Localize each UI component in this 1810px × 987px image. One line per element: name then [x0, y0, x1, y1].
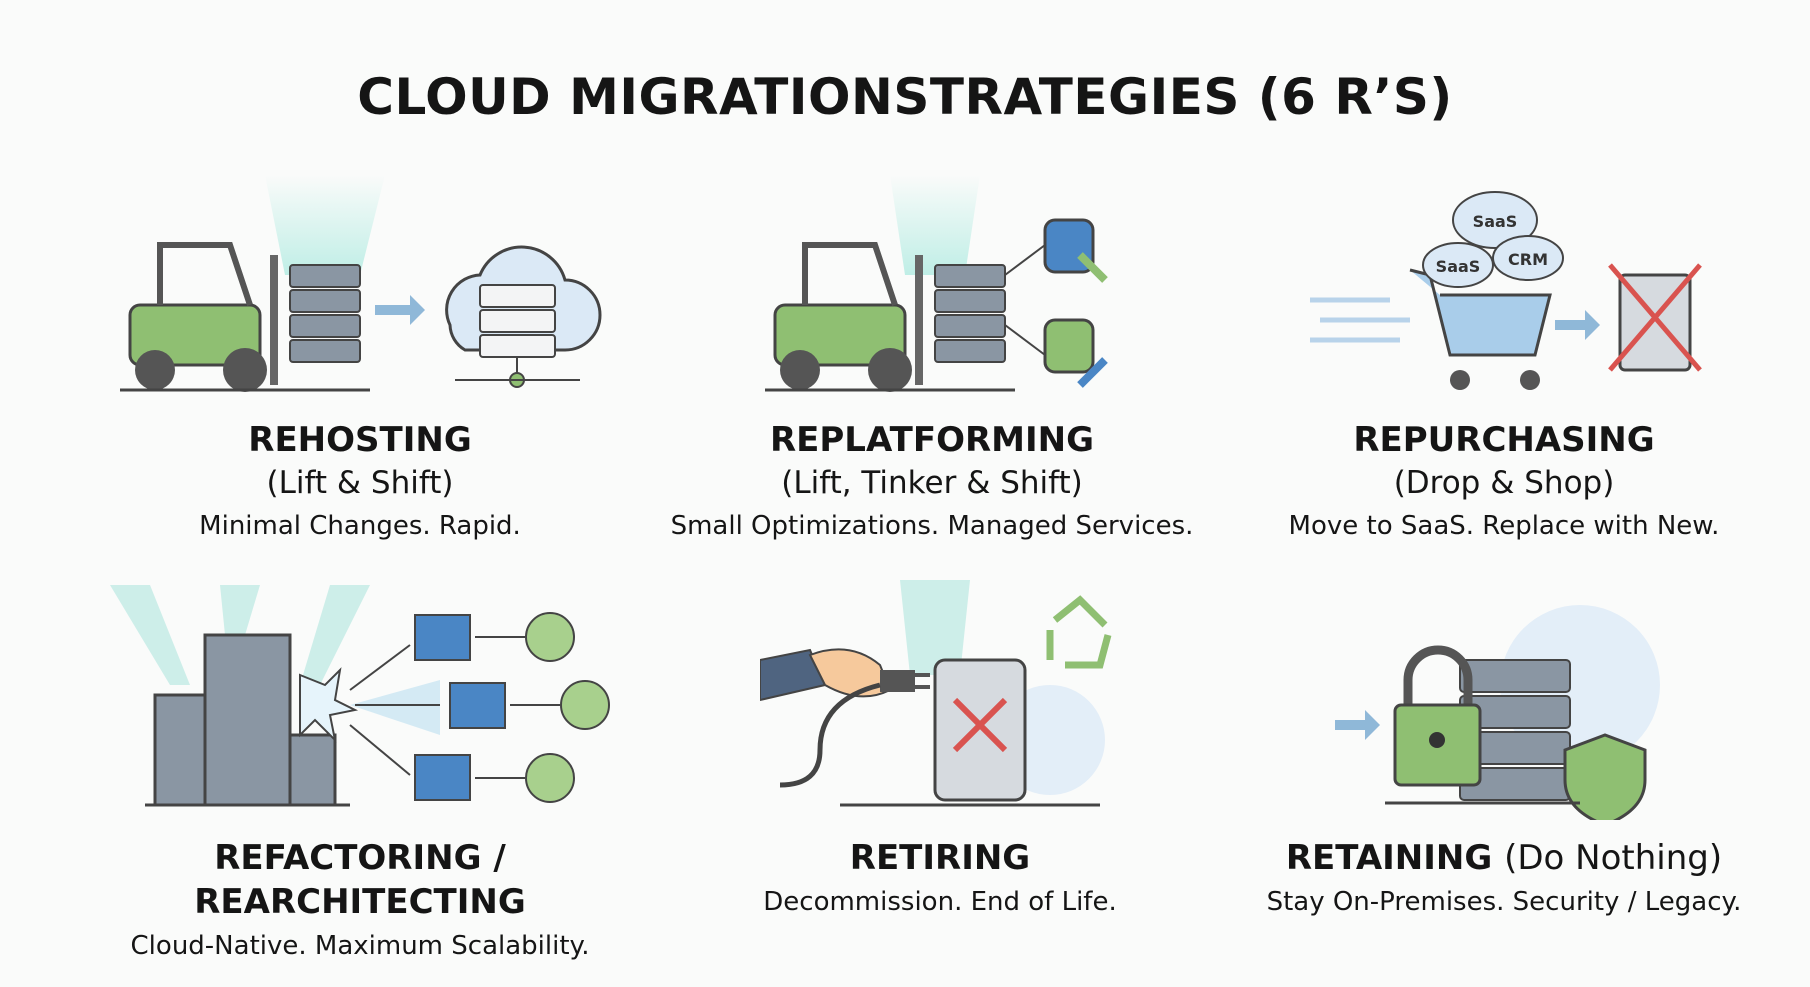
strategy-description: Minimal Changes. Rapid. [199, 511, 521, 541]
strategy-name: RETIRING [849, 838, 1031, 878]
strategy-card-repurchasing: REPURCHASING (Drop & Shop) Move to SaaS.… [1204, 418, 1804, 548]
strategy-subtitle: (Drop & Shop) [1393, 465, 1615, 501]
strategy-name: REFACTORING / REARCHITECTING [194, 838, 526, 922]
crm-label: CRM [1508, 250, 1548, 269]
unplug-server-icon [760, 580, 1112, 807]
strategy-description: Small Optimizations. Managed Services. [670, 511, 1194, 541]
strategy-name: REPURCHASING [1353, 420, 1655, 460]
strategy-subtitle: (Lift, Tinker & Shift) [781, 465, 1083, 501]
forklift-server-to-cloud-icon [120, 175, 602, 392]
strategy-card-retaining: RETAINING (Do Nothing) Stay On-Premises.… [1204, 836, 1804, 924]
strategy-card-refactoring: REFACTORING / REARCHITECTING Cloud-Nativ… [45, 836, 675, 968]
strategy-description: Cloud-Native. Maximum Scalability. [130, 931, 590, 961]
lock-server-shield-icon [1335, 605, 1660, 820]
strategy-card-replatforming: REPLATFORMING (Lift, Tinker & Shift) Sma… [632, 418, 1232, 548]
shopping-cart-saas-icon: SaaS SaaS CRM [1310, 191, 1702, 390]
strategy-name: REPLATFORMING [769, 420, 1094, 460]
strategy-description: Decommission. End of Life. [763, 887, 1117, 917]
strategy-card-rehosting: REHOSTING (Lift & Shift) Minimal Changes… [60, 418, 660, 548]
strategy-subtitle: (Do Nothing) [1504, 838, 1723, 878]
forklift-database-wrench-icon [765, 175, 1108, 392]
strategy-description: Stay On-Premises. Security / Legacy. [1266, 887, 1742, 917]
strategy-name: RETAINING [1285, 838, 1493, 878]
strategy-description: Move to SaaS. Replace with New. [1288, 511, 1720, 541]
strategy-name: REHOSTING [248, 420, 472, 460]
strategy-card-retiring: RETIRING Decommission. End of Life. [640, 836, 1240, 924]
building-to-microservices-icon [110, 585, 610, 807]
saas-label-top: SaaS [1473, 212, 1518, 231]
saas-label-left: SaaS [1436, 257, 1481, 276]
page-title: CLOUD MIGRATIONSTRATEGIES (6 R’S) [357, 68, 1453, 126]
strategy-subtitle: (Lift & Shift) [266, 465, 454, 501]
